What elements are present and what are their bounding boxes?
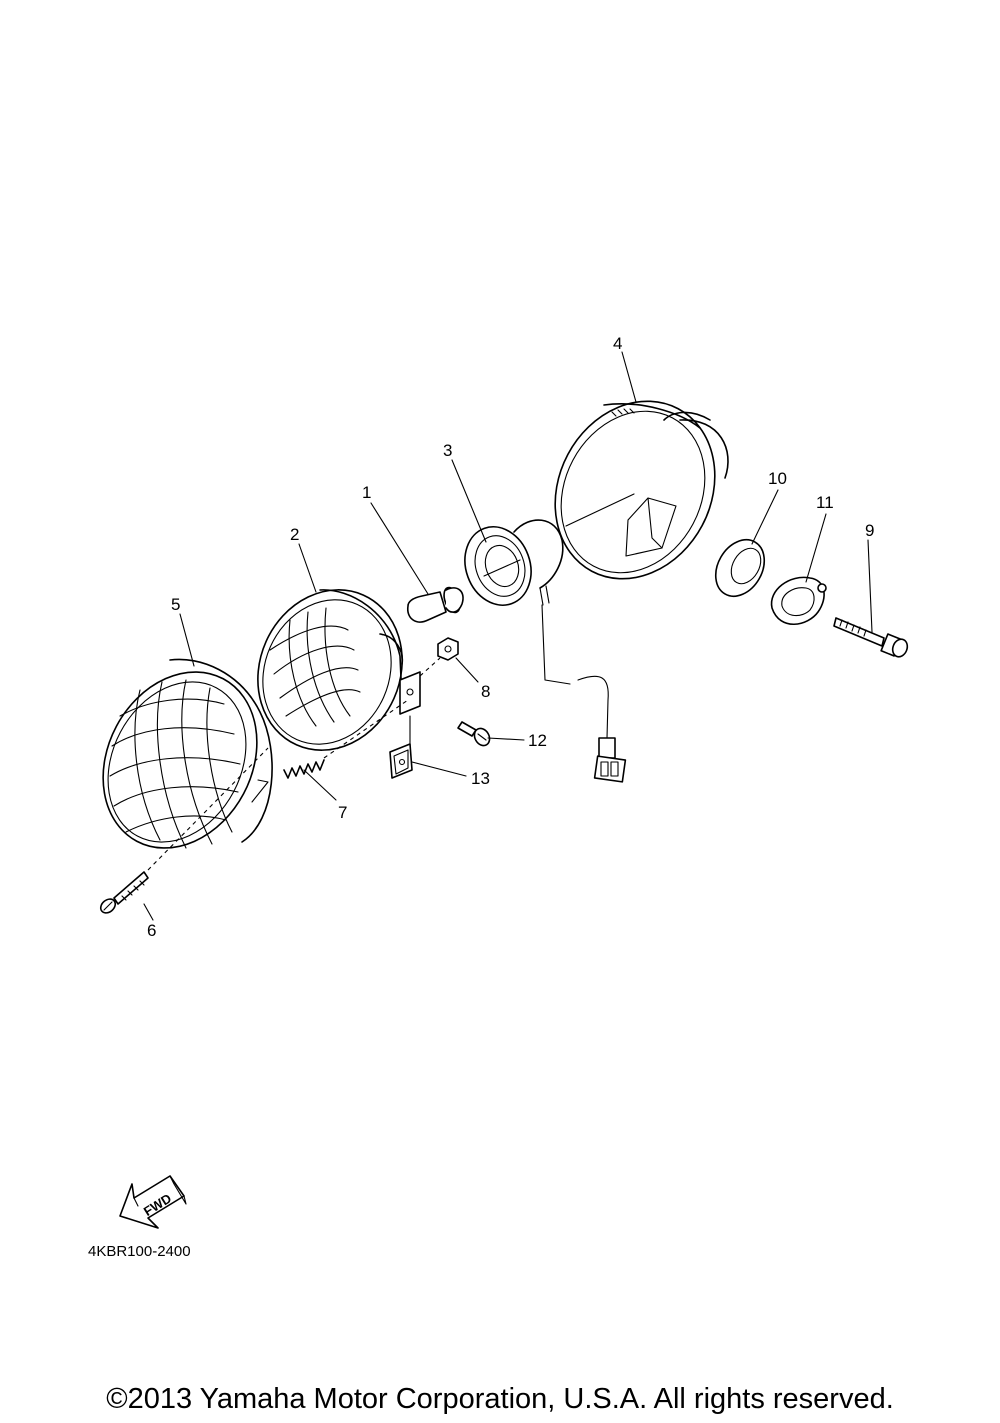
callout-9: 9 (865, 521, 874, 540)
clip-nut-part (389, 715, 413, 779)
bolt-part (833, 617, 909, 658)
callout-13: 13 (471, 769, 490, 788)
spring-part (251, 699, 409, 803)
fwd-arrow-icon: FWD (119, 1175, 187, 1229)
callout-10: 10 (768, 469, 787, 488)
diagram-code: 4KBR100-2400 (88, 1243, 191, 1260)
callout-5: 5 (171, 595, 180, 614)
callout-6: 6 (147, 921, 156, 940)
screw-part-6 (99, 747, 269, 914)
callout-1: 1 (362, 483, 371, 502)
plate-part (770, 576, 827, 625)
housing-part (554, 400, 729, 580)
callouts: 1 2 3 4 5 6 7 8 9 10 11 12 13 (147, 334, 874, 940)
callout-8: 8 (481, 682, 490, 701)
callout-12: 12 (528, 731, 547, 750)
guard-rim-part (102, 658, 273, 849)
screw-part-12 (457, 721, 491, 747)
copyright-notice: ©2013 Yamaha Motor Corporation, U.S.A. A… (106, 1383, 894, 1415)
callout-7: 7 (338, 803, 347, 822)
socket-part (464, 519, 564, 606)
nut-part (419, 637, 459, 677)
callout-4: 4 (613, 334, 622, 353)
callout-2: 2 (290, 525, 299, 544)
grommet-part (714, 538, 766, 598)
wire-harness (541, 604, 627, 783)
callout-11: 11 (816, 493, 834, 512)
callout-3: 3 (443, 441, 452, 460)
leader-lines (143, 351, 873, 921)
bulb-part (406, 586, 464, 623)
lens-unit-part (257, 589, 421, 751)
